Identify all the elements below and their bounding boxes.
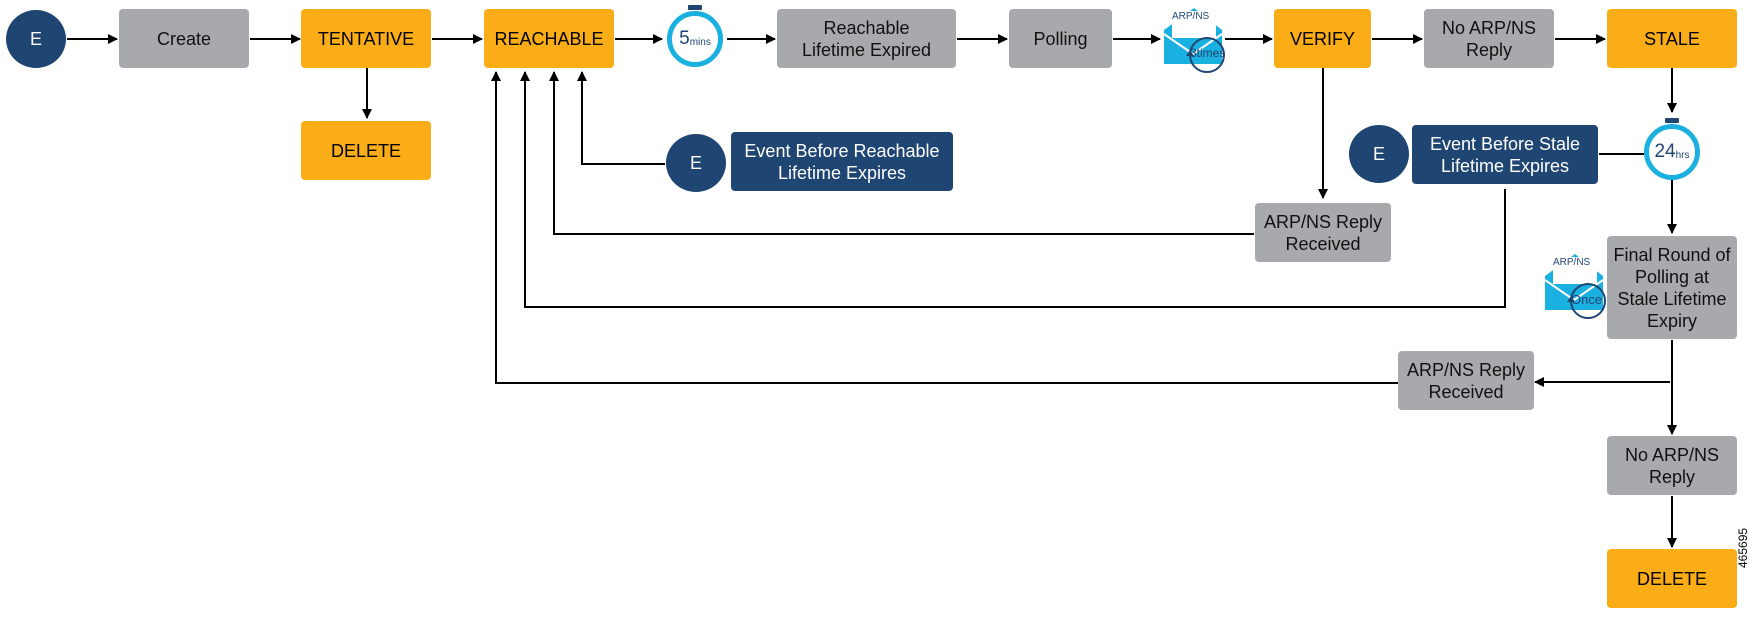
- event-before-reachable-lifetime-expires: Event Before Reachable Lifetime Expires: [731, 132, 953, 191]
- final-envelope-label: ARP/NS: [1551, 257, 1593, 268]
- reachable-timer-value: 5: [679, 28, 690, 49]
- start-event-circle: E: [6, 10, 66, 68]
- verify-state: VERIFY: [1274, 9, 1371, 68]
- create-step: Create: [119, 9, 249, 68]
- envelope-icon: ARP/NS 3times: [1160, 4, 1230, 76]
- arrow-reply-received-2-to-reachable: [491, 71, 1398, 384]
- reachable-lifetime-expired-step: Reachable Lifetime Expired: [777, 9, 956, 68]
- arrow-stale-event-to-reachable: [520, 71, 1506, 308]
- final-envelope-count: Once: [1571, 292, 1603, 307]
- delete-state-bottom: DELETE: [1607, 549, 1737, 608]
- polling-envelope-count: 3times: [1190, 46, 1226, 60]
- tentative-state: TENTATIVE: [301, 9, 431, 68]
- no-arp-ns-reply-step-2: No ARP/NS Reply: [1607, 436, 1737, 495]
- stale-timer-value: 24: [1654, 141, 1676, 162]
- no-arp-ns-reply-step-1: No ARP/NS Reply: [1424, 9, 1554, 68]
- arrow-reachable-event-to-reachable: [577, 71, 665, 165]
- arrow-reply-received-1-to-reachable: [549, 71, 1254, 235]
- arp-ns-reply-received-1: ARP/NS Reply Received: [1255, 203, 1391, 262]
- envelope-icon: ARP/NS Once: [1541, 250, 1611, 322]
- figure-reference-number: 465695: [1736, 527, 1750, 568]
- reachable-state: REACHABLE: [484, 9, 614, 68]
- polling-step: Polling: [1009, 9, 1112, 68]
- event-before-stale-lifetime-expires: Event Before Stale Lifetime Expires: [1412, 125, 1598, 184]
- delete-state-top: DELETE: [301, 121, 431, 180]
- reachable-timer-unit: mins: [689, 36, 711, 48]
- final-round-of-polling-step: Final Round of Polling at Stale Lifetime…: [1607, 236, 1737, 339]
- stale-state: STALE: [1607, 9, 1737, 68]
- stale-timer-unit: hrs: [1675, 149, 1690, 161]
- arp-ns-reply-received-2: ARP/NS Reply Received: [1398, 351, 1534, 410]
- reachable-event-circle: E: [666, 134, 726, 192]
- stale-event-circle: E: [1349, 125, 1409, 183]
- polling-envelope-label: ARP/NS: [1170, 11, 1212, 22]
